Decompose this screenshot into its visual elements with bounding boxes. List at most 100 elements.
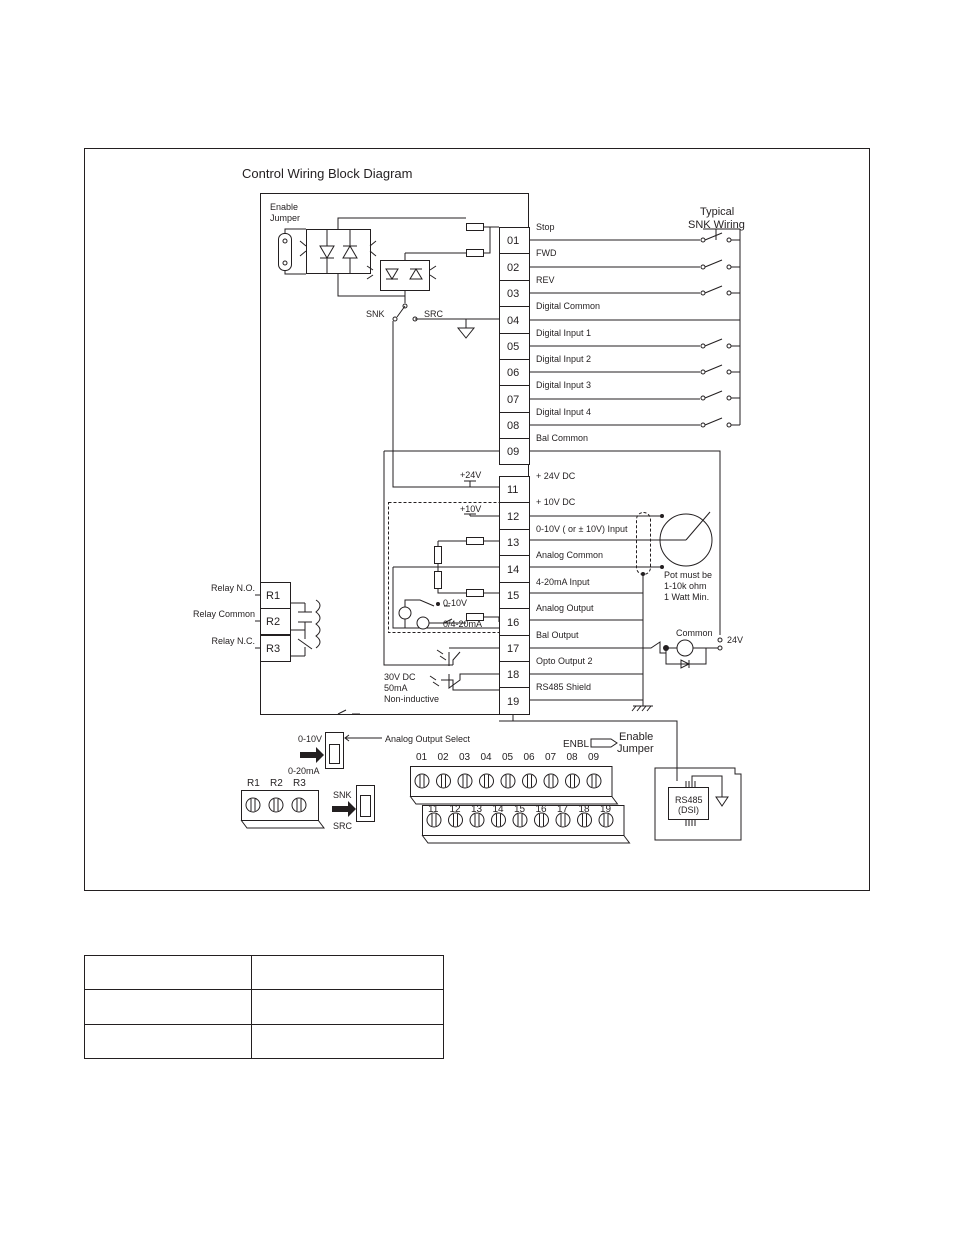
screw-terminal <box>512 812 528 828</box>
terminal-block-number: 11 <box>428 804 439 815</box>
screw-terminal <box>491 812 506 828</box>
relay-label: Relay Common <box>193 609 255 619</box>
switch-snk-label: SNK <box>333 790 352 800</box>
pot-note-2: 1-10k ohm <box>664 581 707 591</box>
terminal-block-number: 02 <box>438 752 450 763</box>
screw-terminal <box>268 797 284 813</box>
opto-rating: 30V DC <box>384 672 416 682</box>
table-cell <box>251 954 444 991</box>
terminal-label: Opto Output 2 <box>536 656 593 666</box>
relay-id: R1 <box>266 590 280 602</box>
pot-note-3: 1 Watt Min. <box>664 592 709 602</box>
terminal-number: 09 <box>507 446 519 458</box>
terminal-19 <box>499 687 530 715</box>
opto-rating-3: Non-inductive <box>384 694 439 704</box>
relay-label: Relay N.O. <box>211 583 255 593</box>
terminal-block-number: 07 <box>545 752 557 763</box>
terminal-number: 02 <box>507 262 519 274</box>
terminal-13 <box>499 529 530 556</box>
screw-terminal <box>291 797 307 813</box>
snk-label: SNK <box>366 309 385 319</box>
terminal-number: 11 <box>507 484 518 496</box>
notes-table <box>84 954 444 1060</box>
terminal-label: Analog Output <box>536 603 594 613</box>
terminal-number: 08 <box>507 420 519 432</box>
drive-panel <box>260 193 529 715</box>
screw-terminal <box>565 773 580 789</box>
screw-terminal <box>469 812 485 828</box>
terminal-block-number: 06 <box>524 752 536 763</box>
enable-jumper-bottom-2: Jumper <box>617 743 654 755</box>
analog-out-0-20ma: 0/4-20mA <box>443 619 482 629</box>
relay-label: Relay N.C. <box>211 636 255 646</box>
opto-coupler-2 <box>366 260 437 291</box>
terminal-number: 01 <box>507 235 519 247</box>
terminal-number: 04 <box>507 315 519 327</box>
terminal-number: 14 <box>507 564 519 576</box>
terminal-block-number: R2 <box>270 778 283 789</box>
table-cell <box>251 1023 444 1060</box>
typical-snk-label: Typical <box>700 206 734 218</box>
terminal-number: 12 <box>507 511 519 523</box>
terminal-02 <box>499 253 530 281</box>
terminal-number: 16 <box>507 617 519 629</box>
relay-id: R3 <box>266 643 280 655</box>
screw-terminal <box>457 773 473 789</box>
terminal-number: 19 <box>507 696 519 708</box>
terminal-label: 4-20mA Input <box>536 577 590 587</box>
enable-jumper-icon <box>278 233 292 271</box>
table-cell <box>84 954 252 991</box>
diagram-title: Control Wiring Block Diagram <box>242 166 413 181</box>
enable-jumper-label: Enable <box>270 202 298 212</box>
terminal-label: Bal Common <box>536 433 588 443</box>
relay-R3 <box>260 635 291 662</box>
screw-terminal <box>577 812 592 828</box>
terminal-07 <box>499 385 530 413</box>
screw-terminal <box>500 773 516 789</box>
terminal-label: Stop <box>536 222 555 232</box>
terminal-label: + 24V DC <box>536 471 576 481</box>
terminal-label: 0-10V ( or ± 10V) Input <box>536 524 628 534</box>
analog-output-select-switch[interactable] <box>325 732 344 769</box>
analog-section <box>388 502 500 633</box>
plus-24v-label: +24V <box>460 470 481 480</box>
terminal-number: 03 <box>507 288 519 300</box>
v24-label: 24V <box>727 635 743 645</box>
opto-rating-2: 50mA <box>384 683 408 693</box>
terminal-block-number: R3 <box>293 778 306 789</box>
terminal-label: Analog Common <box>536 550 603 560</box>
terminal-18 <box>499 661 530 688</box>
screw-terminal <box>522 773 537 789</box>
rs485-label: RS485 <box>675 795 703 805</box>
screw-terminal <box>414 773 430 789</box>
terminal-12 <box>499 502 530 530</box>
terminal-number: 17 <box>507 643 519 655</box>
terminal-block-number: 09 <box>588 752 600 763</box>
terminal-block-number: 16 <box>536 804 548 815</box>
terminal-number: 07 <box>507 394 519 406</box>
relay-R1 <box>260 582 291 609</box>
enbl-label: ENBL <box>563 739 590 750</box>
snk-src-switch[interactable] <box>356 785 375 822</box>
pot-note: Pot must be <box>664 570 712 580</box>
switch-0-10v-label: 0-10V <box>298 734 322 744</box>
terminal-block-number: R1 <box>247 778 260 789</box>
relay-id: R2 <box>266 616 280 628</box>
terminal-block-number: 19 <box>600 804 612 815</box>
terminal-label: FWD <box>536 248 557 258</box>
enable-jumper-label-2: Jumper <box>270 213 300 223</box>
screw-terminal <box>543 773 559 789</box>
switch-0-20ma-label: 0-20mA <box>288 766 320 776</box>
screw-terminal <box>534 812 549 828</box>
terminal-block-number: 15 <box>514 804 526 815</box>
terminal-block-number: 13 <box>471 804 483 815</box>
screw-terminal <box>436 773 451 789</box>
terminal-number: 05 <box>507 341 519 353</box>
rs485-label-2: (DSI) <box>678 805 699 815</box>
terminal-block-number: 08 <box>567 752 579 763</box>
terminal-block-number: 18 <box>579 804 591 815</box>
